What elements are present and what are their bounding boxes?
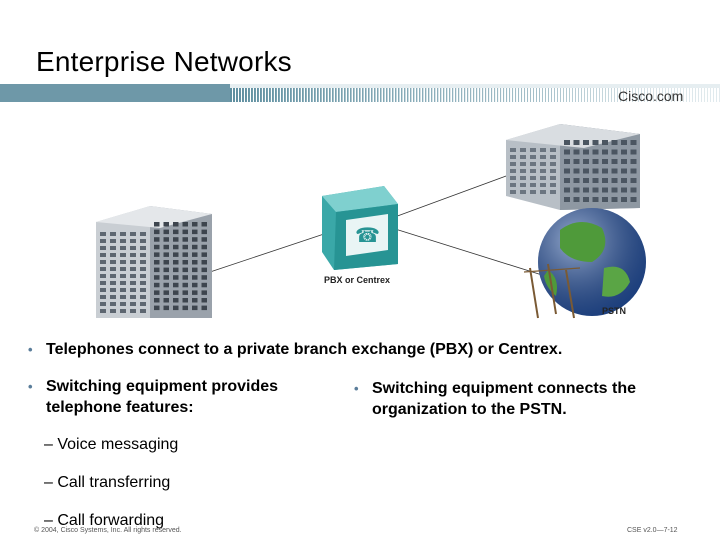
link-pbx-pstn: [391, 227, 559, 281]
office-building-icon: [96, 206, 212, 318]
pstn-label: PSTN: [602, 306, 627, 316]
svg-text:☎: ☎: [355, 223, 380, 247]
footer-page-number: CSE v2.0—7-12: [627, 527, 678, 534]
subitem-voice-messaging: – Voice messaging: [44, 436, 179, 453]
bullet-pbx: • Telephones connect to a private branch…: [28, 341, 563, 358]
footer-copyright: © 2004, Cisco Systems, Inc. All rights r…: [34, 527, 182, 534]
telephone-pole-icon: [523, 263, 581, 319]
pbx-phone-icon: ☎: [322, 186, 398, 270]
globe-icon: [538, 208, 646, 316]
subitem-call-transferring: – Call transferring: [44, 474, 171, 491]
title-band: [0, 84, 720, 102]
bullet-dot-icon: •: [28, 342, 33, 357]
bullet-features: • Switching equipment provides telephone…: [28, 378, 279, 416]
subitem-call-forwarding: – Call forwarding: [44, 512, 165, 529]
bullet-dot-icon: •: [28, 379, 33, 394]
slide-title: Enterprise Networks: [36, 46, 292, 77]
link-pbx-hq: [391, 167, 529, 219]
cisco-logo: Cisco.com: [618, 88, 684, 104]
bullet-dot-icon: •: [354, 381, 359, 396]
bullet-pstn: • Switching equipment connects the organ…: [354, 380, 637, 418]
pbx-label: PBX or Centrex: [324, 275, 391, 285]
headquarters-building-icon: [506, 124, 640, 210]
link-office-pbx: [209, 231, 331, 273]
